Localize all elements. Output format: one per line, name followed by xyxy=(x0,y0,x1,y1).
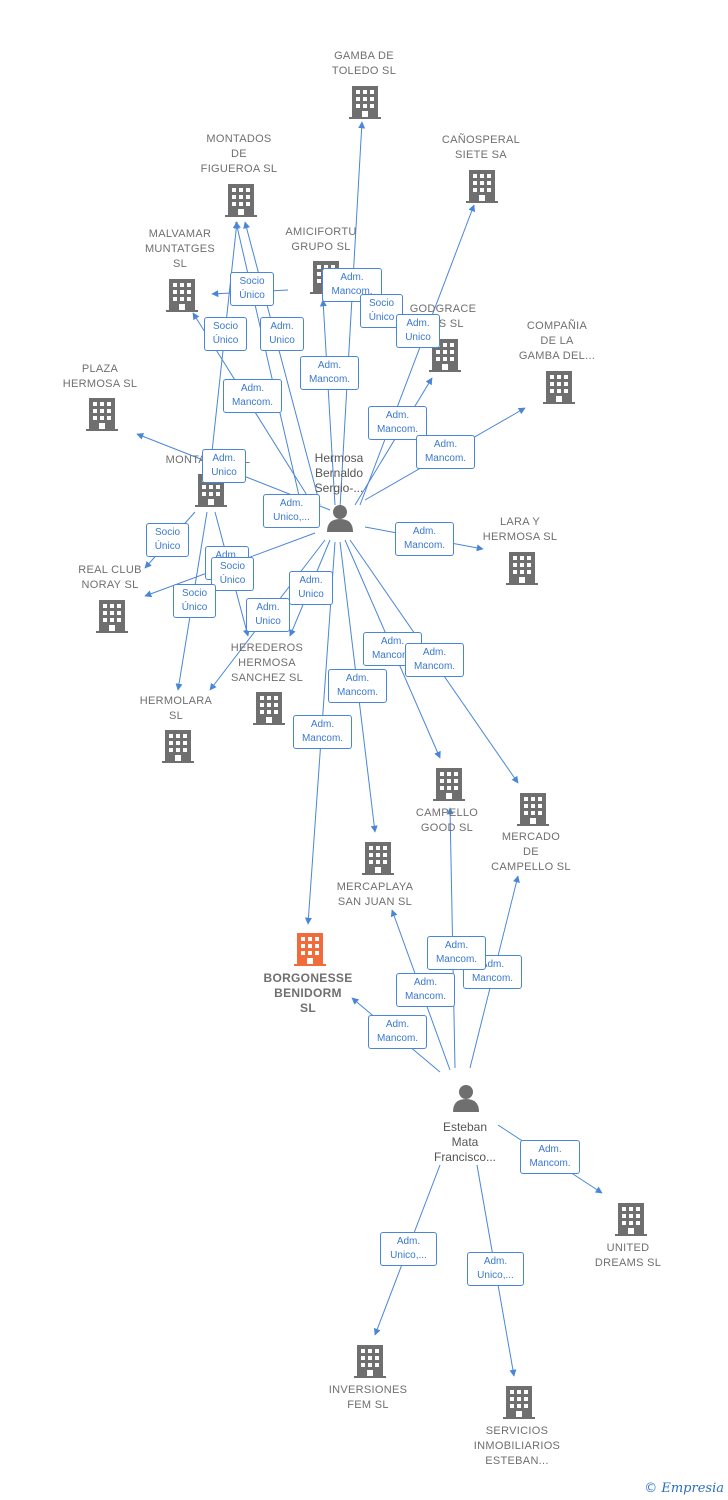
edge-label[interactable]: Adm. Mancom. xyxy=(427,936,486,970)
edge-label[interactable]: Adm. Mancom. xyxy=(368,406,427,440)
edge-label[interactable]: Socio Único xyxy=(204,317,247,351)
edge-line xyxy=(243,221,321,506)
edge-label[interactable]: Adm. Mancom. xyxy=(322,268,382,302)
hermolara-building-icon[interactable] xyxy=(162,730,194,763)
gamba-toledo-building-icon[interactable] xyxy=(349,86,381,119)
person-label-hermosa[interactable]: Hermosa Bernaldo Sergio-... xyxy=(314,451,364,495)
united-building-icon[interactable] xyxy=(615,1203,647,1236)
edge-line xyxy=(339,121,366,509)
edge-line xyxy=(359,204,476,506)
edge-label[interactable]: Adm. Unico,... xyxy=(263,494,320,528)
edge-label[interactable]: Adm. Mancom. xyxy=(368,1015,427,1049)
company-label-compania[interactable]: COMPAÑIA DE LA GAMBA DEL... xyxy=(518,320,596,362)
edge-label[interactable]: Adm. Mancom. xyxy=(520,1140,580,1174)
esteban-person-icon[interactable] xyxy=(453,1085,479,1112)
compania-building-icon[interactable] xyxy=(543,371,575,404)
company-label-plaza[interactable]: PLAZA HERMOSA SL xyxy=(62,363,138,390)
edge-label[interactable]: Adm. Mancom. xyxy=(293,715,352,749)
edge-label[interactable]: Adm. Mancom. xyxy=(396,973,455,1007)
edge-line xyxy=(234,221,301,501)
canosperal-building-icon[interactable] xyxy=(466,170,498,203)
company-label-gamba-toledo[interactable]: GAMBA DE TOLEDO SL xyxy=(331,50,397,77)
edge-label[interactable]: Socio Único xyxy=(173,584,216,618)
plaza-building-icon[interactable] xyxy=(86,398,118,431)
company-label-realclub[interactable]: REAL CLUB NORAY SL xyxy=(78,564,142,591)
company-label-hermolara[interactable]: HERMOLARA SL xyxy=(139,695,213,722)
company-label-inversiones[interactable]: INVERSIONES FEM SL xyxy=(328,1384,408,1411)
person-label-esteban[interactable]: Esteban Mata Francisco... xyxy=(433,1120,496,1164)
edge-label[interactable]: Adm. Mancom. xyxy=(416,435,475,469)
mercaplaya-building-icon[interactable] xyxy=(362,842,394,875)
edge-label[interactable]: Adm. Unico xyxy=(396,314,440,348)
herederos-building-icon[interactable] xyxy=(253,692,285,725)
company-label-united[interactable]: UNITED DREAMS SL xyxy=(594,1242,662,1269)
lara-building-icon[interactable] xyxy=(506,552,538,585)
company-label-herederos[interactable]: HEREDEROS HERMOSA SANCHEZ SL xyxy=(230,642,304,684)
edge-line xyxy=(319,299,336,506)
company-label-campello-good[interactable]: CAMPELLO GOOD SL xyxy=(415,807,479,834)
persons xyxy=(327,505,479,1112)
copyright-icon: © xyxy=(644,1481,658,1496)
company-label-canosperal[interactable]: CAÑOSPERAL SIETE SA xyxy=(441,134,521,161)
edge-label[interactable]: Adm. Unico xyxy=(202,449,246,483)
malvamar-building-icon[interactable] xyxy=(166,279,198,312)
edge-label[interactable]: Adm. Unico,... xyxy=(467,1252,524,1286)
realclub-building-icon[interactable] xyxy=(96,600,128,633)
edge-label[interactable]: Socio Único xyxy=(146,523,189,557)
edge-label[interactable]: Adm. Unico xyxy=(246,598,290,632)
montados-building-icon[interactable] xyxy=(225,184,257,217)
edge-label[interactable]: Adm. Unico xyxy=(289,571,333,605)
edge-label[interactable]: Adm. Unico,... xyxy=(380,1232,437,1266)
brand-name: Empresia xyxy=(661,1481,724,1496)
edge-label[interactable]: Adm. Mancom. xyxy=(328,669,387,703)
edge-line xyxy=(354,377,433,506)
edge-label[interactable]: Socio Único xyxy=(211,557,254,591)
buildings xyxy=(86,86,647,1419)
edge-label[interactable]: Adm. Mancom. xyxy=(395,522,454,556)
company-label-malvamar[interactable]: MALVAMAR MUNTATGES SL xyxy=(144,228,216,270)
company-label-borgonesse[interactable]: BORGONESSE BENIDORM SL xyxy=(263,971,353,1015)
servicios-building-icon[interactable] xyxy=(503,1386,535,1419)
edge-label[interactable]: Socio Único xyxy=(360,294,403,328)
company-label-mercado[interactable]: MERCADO DE CAMPELLO SL xyxy=(491,831,571,873)
edge-label[interactable]: Adm. Unico xyxy=(260,317,304,351)
inversiones-building-icon[interactable] xyxy=(354,1345,386,1378)
company-label-lara[interactable]: LARA Y HERMOSA SL xyxy=(482,516,558,543)
hermosa-person-icon[interactable] xyxy=(327,505,353,532)
company-label-montados[interactable]: MONTADOS DE FIGUEROA SL xyxy=(200,133,278,175)
campello-good-building-icon[interactable] xyxy=(433,768,465,801)
edge-label[interactable]: Adm. Mancom. xyxy=(300,356,359,390)
edge-label[interactable]: Socio Único xyxy=(230,272,274,306)
company-label-mercaplaya[interactable]: MERCAPLAYA SAN JUAN SL xyxy=(336,881,414,908)
company-label-servicios[interactable]: SERVICIOS INMOBILIARIOS ESTEBAN... xyxy=(473,1425,561,1467)
borgonesse-building-icon[interactable] xyxy=(294,933,326,966)
edge-label[interactable]: Adm. Mancom. xyxy=(223,379,282,413)
company-label-amicifortu[interactable]: AMICIFORTU GRUPO SL xyxy=(285,226,357,253)
edge-label[interactable]: Adm. Mancom. xyxy=(405,643,464,677)
footer-brand[interactable]: © Empresia xyxy=(644,1481,724,1496)
